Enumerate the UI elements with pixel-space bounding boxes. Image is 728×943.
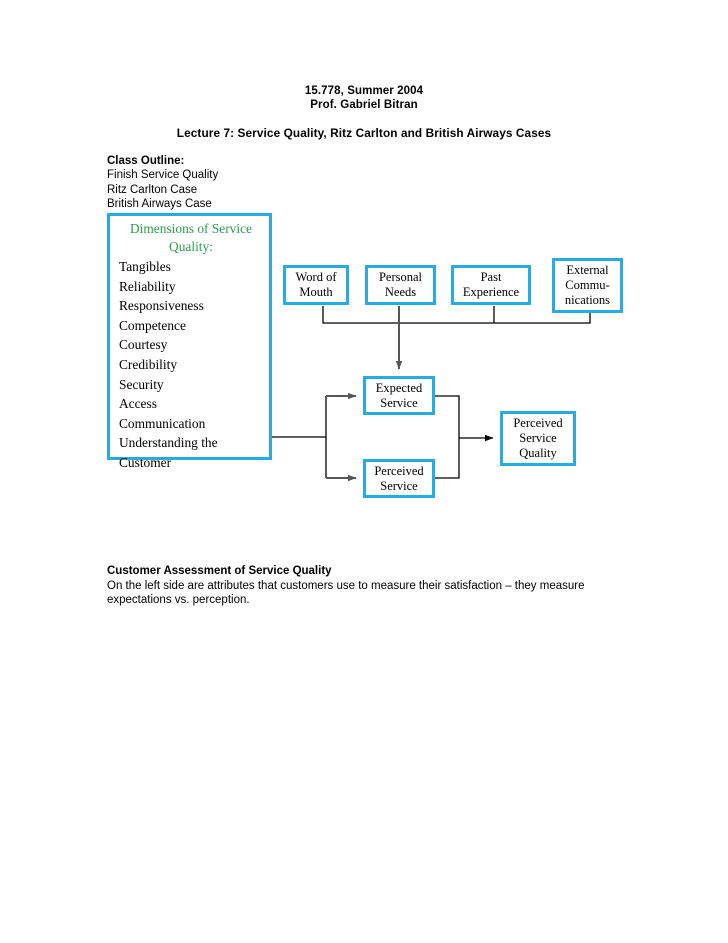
node-word-of-mouth-line1: Word of <box>295 270 337 284</box>
dimensions-of-service-quality-box: Dimensions of Service Quality: Tangibles… <box>107 213 272 470</box>
customer-assessment-heading: Customer Assessment of Service Quality <box>107 565 332 577</box>
class-outline-heading: Class Outline: <box>107 155 185 167</box>
node-perceived-service-quality-line2: Service <box>519 431 557 445</box>
class-outline-item-1: Ritz Carlton Case <box>107 183 198 196</box>
node-expected-service-line1: Expected <box>375 380 423 395</box>
lecture-title: Lecture 7: Service Quality, Ritz Carlton… <box>176 126 552 140</box>
node-personal-needs-line1: Personal <box>378 270 423 284</box>
node-past-experience-label: Past Experience <box>463 270 519 300</box>
dimension-item-credibility: Credibility <box>119 356 178 372</box>
node-perceived-service-line2: Service <box>380 478 418 493</box>
node-perceived-service-quality-line1: Perceived <box>513 416 563 430</box>
dimensions-panel-title-line1: Dimensions of Service <box>130 221 252 236</box>
node-external-communications-line3: nications <box>564 293 611 307</box>
node-personal-needs-label: Personal Needs <box>379 270 422 300</box>
node-expected-service-label: Expected Service <box>376 381 423 411</box>
professor-name: Prof. Gabriel Bitran <box>310 99 418 111</box>
dimensions-panel-title-line2: Quality: <box>169 239 213 254</box>
class-outline-item-0: Finish Service Quality <box>107 169 219 182</box>
dimensions-panel-title: Dimensions of Service Quality: <box>119 220 263 256</box>
node-perceived-service-quality-line3: Quality <box>519 446 557 460</box>
dimension-item-responsiveness: Responsiveness <box>119 298 204 314</box>
node-external-communications: External Commu- nications <box>552 258 623 313</box>
dimension-item-customer: Customer <box>119 454 172 470</box>
node-perceived-service-label: Perceived Service <box>374 464 423 494</box>
node-external-communications-label: External Commu- nications <box>565 263 610 308</box>
node-word-of-mouth: Word of Mouth <box>283 265 349 305</box>
dimension-item-access: Access <box>119 396 157 412</box>
node-perceived-service-line1: Perceived <box>374 463 424 478</box>
node-expected-service: Expected Service <box>363 376 435 415</box>
node-personal-needs-line2: Needs <box>384 285 417 299</box>
node-perceived-service: Perceived Service <box>363 459 435 498</box>
class-outline: Class Outline: Finish Service Quality Ri… <box>107 154 218 212</box>
node-word-of-mouth-label: Word of Mouth <box>296 270 337 300</box>
node-perceived-service-quality: Perceived Service Quality <box>500 411 576 466</box>
node-expected-service-line2: Service <box>380 395 418 410</box>
dimension-item-courtesy: Courtesy <box>119 337 168 353</box>
customer-assessment-note: Customer Assessment of Service Quality O… <box>107 564 607 608</box>
dimension-item-tangibles: Tangibles <box>119 259 171 274</box>
dimension-item-competence: Competence <box>119 317 186 333</box>
node-external-communications-line1: External <box>566 263 609 277</box>
dimension-item-security: Security <box>119 376 164 392</box>
node-personal-needs: Personal Needs <box>365 265 436 305</box>
node-word-of-mouth-line2: Mouth <box>299 285 333 299</box>
dimension-item-reliability: Reliability <box>119 278 176 294</box>
dimension-item-communication: Communication <box>119 415 206 431</box>
node-external-communications-line2: Commu- <box>565 278 610 292</box>
course-title: 15.778, Summer 2004 <box>304 85 424 97</box>
node-past-experience-line1: Past <box>480 270 502 284</box>
class-outline-item-2: British Airways Case <box>107 198 212 211</box>
dimension-item-understanding: Understanding the <box>119 435 218 451</box>
customer-assessment-body: On the left side are attributes that cus… <box>107 579 585 607</box>
node-past-experience-line2: Experience <box>462 285 520 299</box>
node-past-experience: Past Experience <box>451 265 531 305</box>
node-perceived-service-quality-label: Perceived Service Quality <box>513 416 562 461</box>
